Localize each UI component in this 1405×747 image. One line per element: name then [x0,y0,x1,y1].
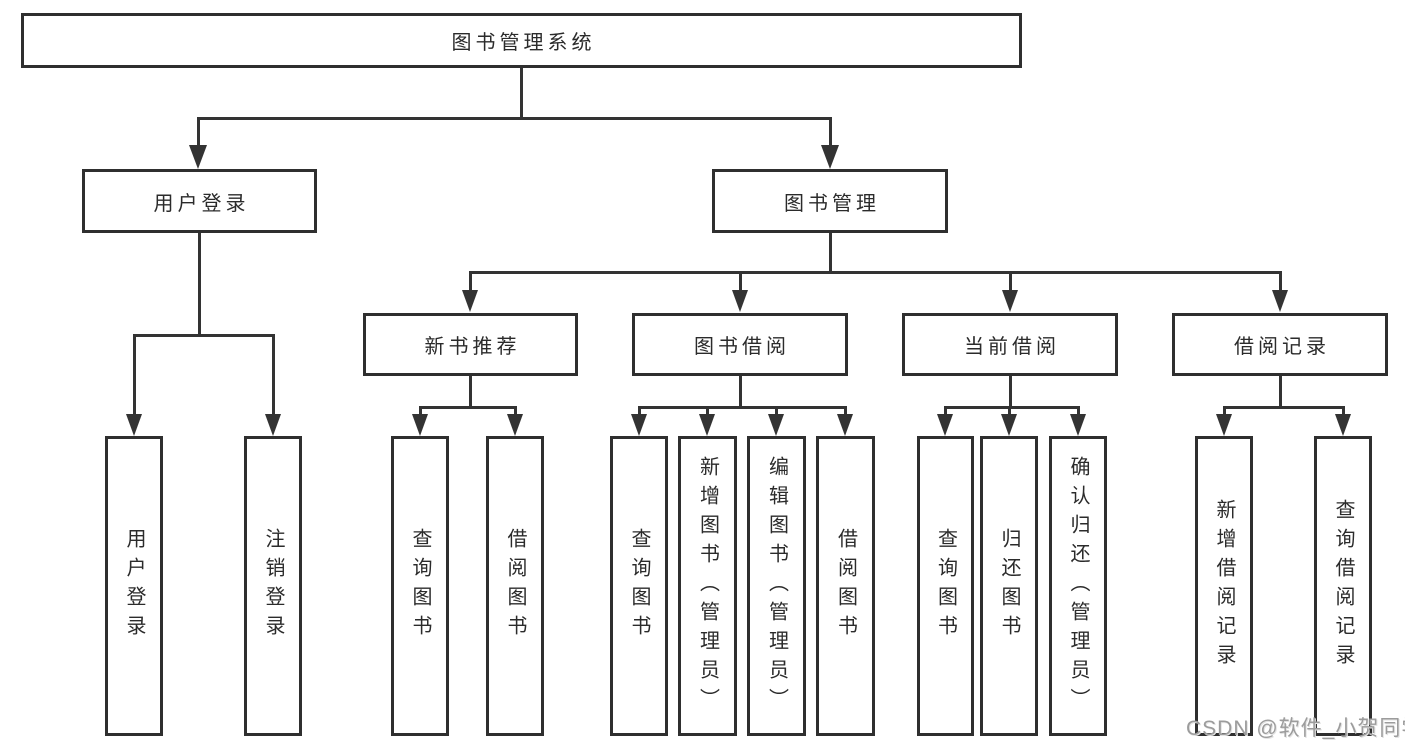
down-arrowhead-leaf-logout [265,414,281,436]
node-user-login: 用户登录 [82,169,317,233]
down-arrowhead-leaf-login [126,414,142,436]
connector-stub [514,406,517,417]
connector-stub-leaf-logout [272,334,275,418]
connector-stub-current [1009,271,1012,293]
connector-stub-borrowing [739,271,742,293]
leaf-add-book-admin: 新增图书（管理员） [678,436,737,736]
down-arrowhead [768,414,784,436]
connector-stub [1077,406,1080,417]
connector-recommend-horizontal [419,406,517,409]
down-arrowhead [1216,414,1232,436]
connector-stub [944,406,947,417]
connector-bookmgmt-vertical [829,233,832,274]
connector-stub [1008,406,1011,417]
connector-stub-recommend [469,271,472,293]
connector-stub-records [1279,271,1282,293]
connector-borrowing-vertical [739,376,742,409]
down-arrowhead-user-login [189,145,207,169]
connector-stub-leaf-login [133,334,136,418]
node-borrow-records: 借阅记录 [1172,313,1388,376]
leaf-borrow-books-recommend: 借阅图书 [486,436,544,736]
leaf-query-books-current: 查询图书 [917,436,974,736]
csdn-watermark: CSDN @软件_小贺同学 [1186,717,1405,740]
down-arrowhead [631,414,647,436]
connector-stub-book-management [829,117,832,148]
connector-stub [1223,406,1226,417]
down-arrowhead-recommend [462,290,478,312]
connector-root-horizontal [197,117,832,120]
down-arrowhead [1001,414,1017,436]
node-current-borrowing: 当前借阅 [902,313,1118,376]
connector-stub [419,406,422,417]
leaf-edit-book-admin: 编辑图书（管理员） [747,436,806,736]
node-book-borrowing: 图书借阅 [632,313,848,376]
down-arrowhead [1070,414,1086,436]
down-arrowhead-book-management [821,145,839,169]
connector-borrowing-horizontal [638,406,847,409]
connector-stub [775,406,778,417]
down-arrowhead [1335,414,1351,436]
connector-userlogin-horizontal [133,334,275,337]
leaf-logout: 注销登录 [244,436,302,736]
connector-records-vertical [1279,376,1282,409]
connector-recommend-vertical [469,376,472,409]
down-arrowhead [412,414,428,436]
connector-stub [638,406,641,417]
down-arrowhead [699,414,715,436]
connector-current-vertical [1009,376,1012,409]
node-new-book-recommend: 新书推荐 [363,313,578,376]
down-arrowhead [937,414,953,436]
down-arrowhead-current [1002,290,1018,312]
down-arrowhead-borrowing [732,290,748,312]
leaf-query-borrow-record: 查询借阅记录 [1314,436,1372,736]
down-arrowhead-records [1272,290,1288,312]
down-arrowhead [507,414,523,436]
connector-records-horizontal [1223,406,1345,409]
connector-userlogin-vertical [198,233,201,336]
leaf-user-login: 用户登录 [105,436,163,736]
node-root-library-system: 图书管理系统 [21,13,1022,68]
leaf-query-books-borrowing: 查询图书 [610,436,668,736]
leaf-confirm-return-admin: 确认归还（管理员） [1049,436,1107,736]
connector-current-horizontal [944,406,1080,409]
connector-root-vertical [520,66,523,119]
connector-level3-horizontal [469,271,1282,274]
leaf-borrow-books-borrowing: 借阅图书 [816,436,875,736]
node-book-management: 图书管理 [712,169,948,233]
connector-stub [706,406,709,417]
connector-stub [1342,406,1345,417]
connector-stub [844,406,847,417]
leaf-add-borrow-record: 新增借阅记录 [1195,436,1253,736]
down-arrowhead [837,414,853,436]
leaf-query-books-recommend: 查询图书 [391,436,449,736]
leaf-return-books: 归还图书 [980,436,1038,736]
connector-stub-user-login [197,117,200,148]
